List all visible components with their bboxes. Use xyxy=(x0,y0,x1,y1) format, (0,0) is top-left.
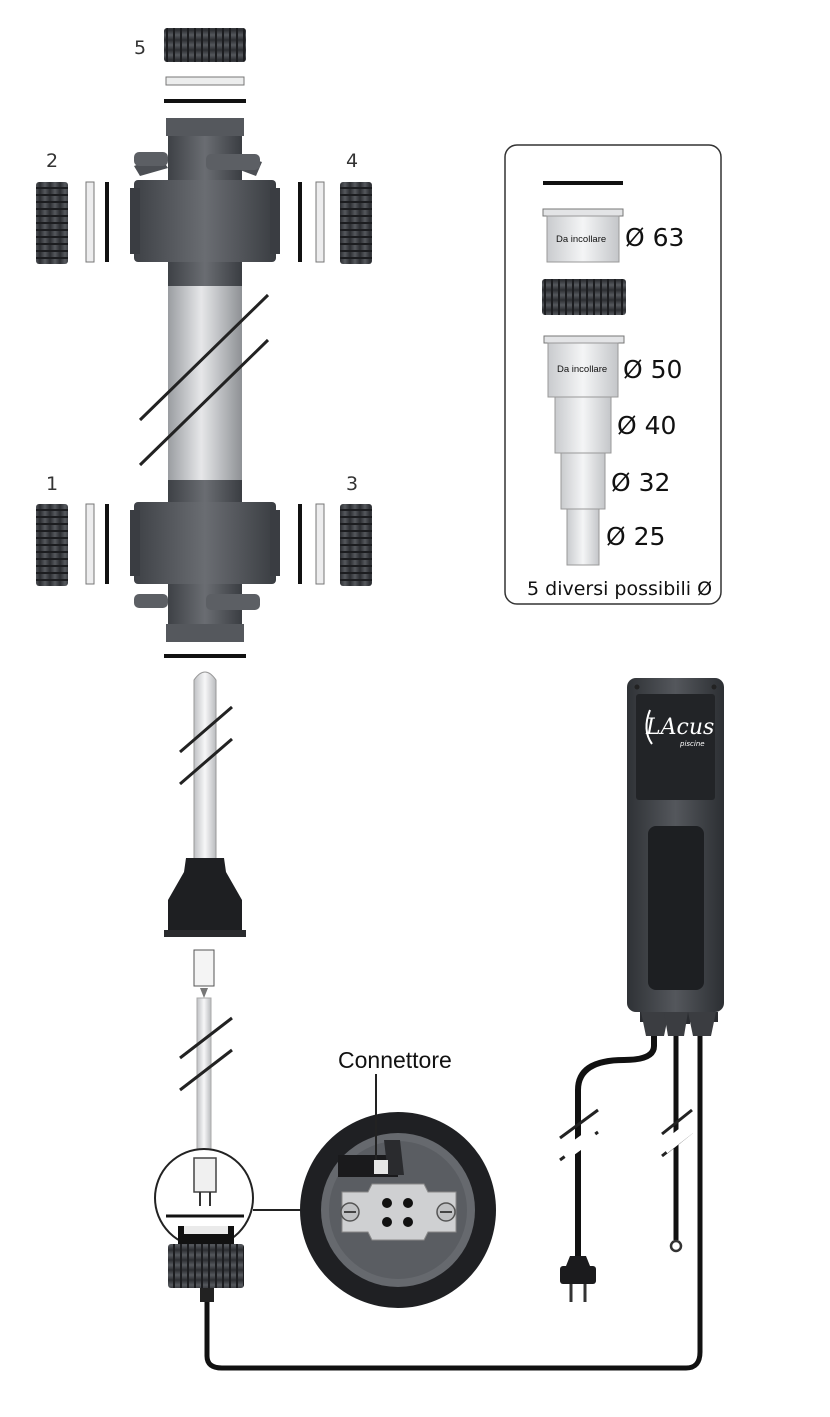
quartz-sleeve xyxy=(179,671,233,869)
side-union-part-2 xyxy=(36,181,109,264)
power-cable xyxy=(575,1036,657,1258)
control-box xyxy=(627,678,724,1036)
adapter-options-panel: Da incollare Ø 63 Da incollare Ø 50 Ø 40… xyxy=(504,144,722,605)
part-number-3: 3 xyxy=(346,473,358,495)
upper-t-body xyxy=(130,118,280,286)
brand-logo-subtext: piscine xyxy=(679,740,705,748)
ground-ring-terminal xyxy=(669,1239,683,1253)
diameter-25: Ø 25 xyxy=(606,522,665,551)
top-washer xyxy=(165,76,245,86)
diameter-50: Ø 50 xyxy=(623,355,682,384)
main-pipe xyxy=(168,278,242,488)
bottom-o-ring xyxy=(164,654,246,658)
sleeve-nut xyxy=(164,858,246,937)
diameter-32: Ø 32 xyxy=(611,468,670,497)
brand-logo-text: LAcus xyxy=(645,715,714,740)
pipe-break-line xyxy=(138,338,270,467)
part-number-4: 4 xyxy=(346,150,358,172)
glue-label-63: Da incollare xyxy=(556,234,606,245)
lower-t-body xyxy=(130,480,280,642)
lamp-cable xyxy=(204,1036,703,1371)
side-union-part-3 xyxy=(298,503,372,586)
part-number-5: 5 xyxy=(134,37,146,59)
lamp-base-zoom-circle xyxy=(154,1148,254,1248)
cable-break-line xyxy=(661,1108,693,1136)
end-cap-nut xyxy=(168,1226,244,1302)
diameter-40: Ø 40 xyxy=(617,411,676,440)
top-o-ring xyxy=(164,99,246,103)
brand-logo[interactable]: LAcus piscine xyxy=(645,709,714,748)
glue-label-50: Da incollare xyxy=(557,364,607,375)
connector-detail xyxy=(300,1112,496,1308)
part-number-2: 2 xyxy=(46,150,58,172)
connector-label: Connettore xyxy=(338,1047,452,1073)
side-union-part-4 xyxy=(298,181,372,264)
cable-break-line xyxy=(559,1108,599,1140)
power-plug xyxy=(560,1256,596,1302)
uv-lamp xyxy=(179,949,233,1179)
top-nut-part-5 xyxy=(164,28,246,62)
diameter-63: Ø 63 xyxy=(625,223,684,252)
side-union-part-1 xyxy=(36,503,109,586)
pipe-break-line xyxy=(138,293,270,422)
part-number-1: 1 xyxy=(46,473,58,495)
diameters-caption: 5 diversi possibili Ø xyxy=(527,578,712,600)
